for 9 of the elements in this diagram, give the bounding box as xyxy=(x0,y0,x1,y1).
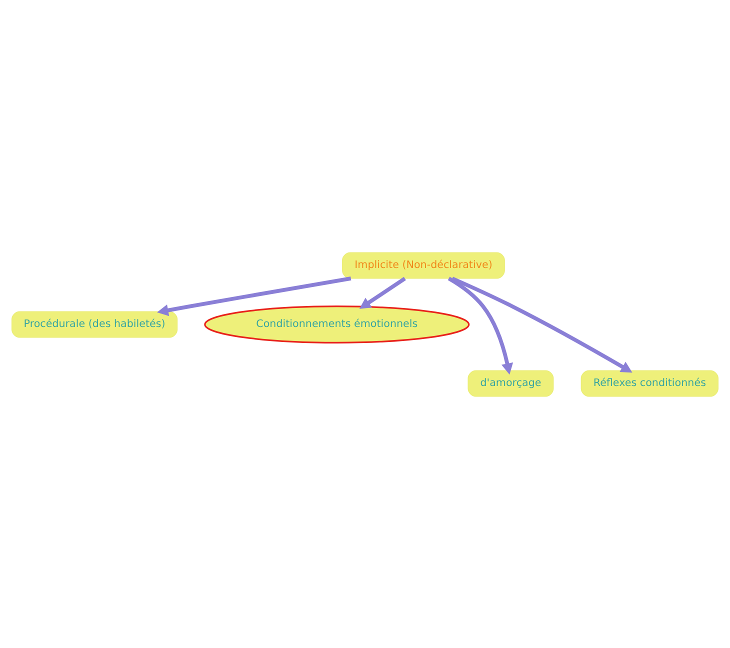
arrow xyxy=(452,276,632,372)
node-ellipse: Conditionnements émotionnels xyxy=(204,305,470,343)
node-box: d'amorçage xyxy=(468,370,554,396)
node-box: Réflexes conditionnés xyxy=(580,370,718,396)
arrow xyxy=(448,276,514,374)
node-box: Procédurale (des habiletés) xyxy=(12,310,178,338)
arrow xyxy=(157,276,352,316)
node-box: Implicite (Non-déclarative) xyxy=(342,252,505,278)
arrow xyxy=(359,276,406,308)
